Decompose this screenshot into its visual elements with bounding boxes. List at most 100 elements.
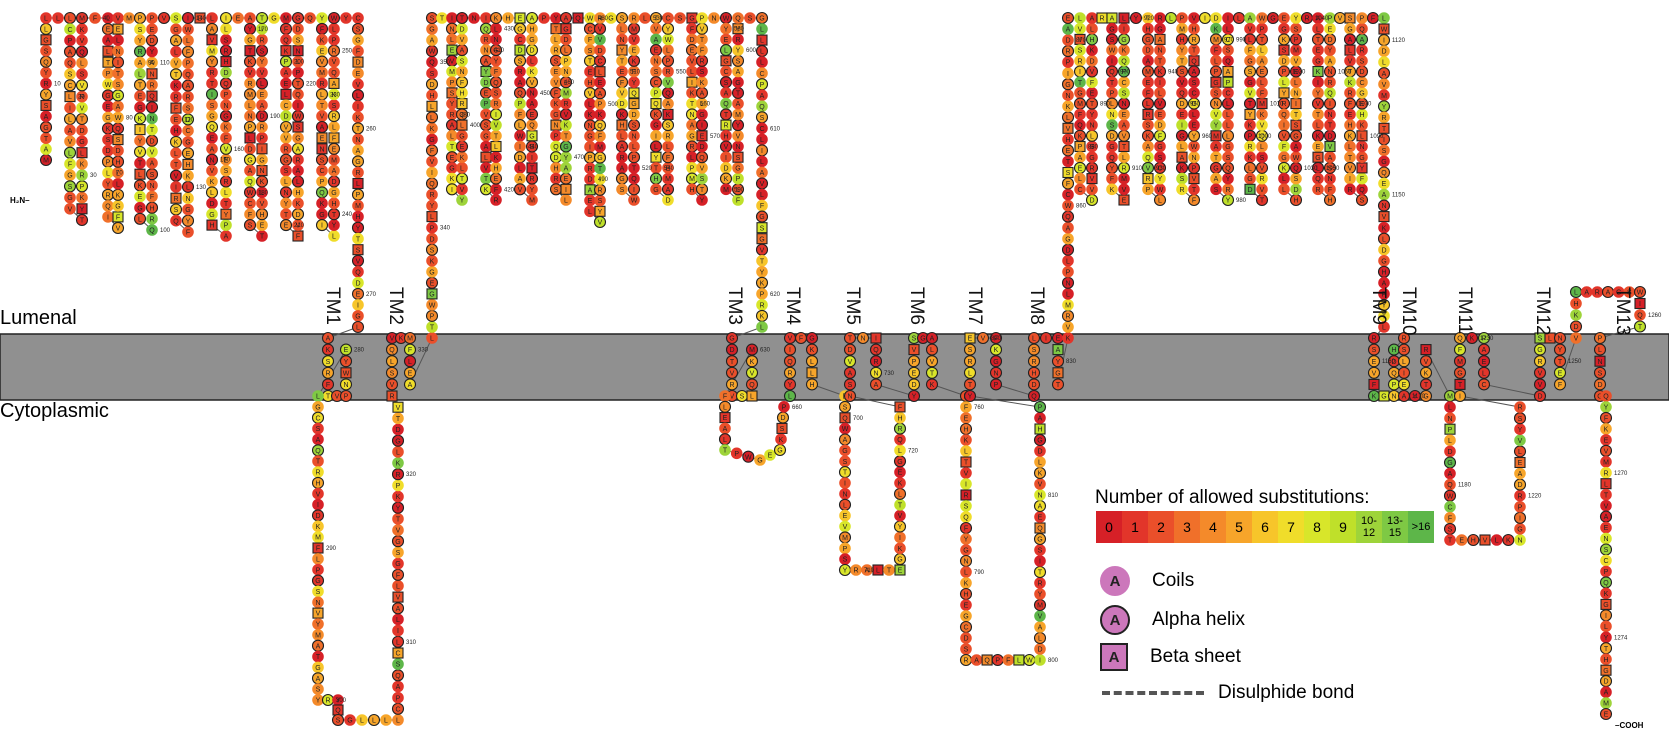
residue-letter: W [1293,155,1300,162]
residue-letter: K [484,187,489,194]
residue-letter: N [1157,48,1162,55]
residue-letter: N [1191,155,1196,162]
residue-letter: M [79,16,85,23]
residue-letter: S [598,198,603,205]
residue-letter: Y [316,698,321,705]
residue-letter: T [760,258,765,265]
residue-letter: N [553,123,558,130]
residue-letter: N [873,370,878,377]
residue-number: 930 [1156,166,1167,172]
residue-letter: I [1045,336,1047,343]
residue-letter: K [620,112,625,119]
residue-letter: C [1481,382,1486,389]
residue-letter: A [320,125,325,132]
residue-number: 1120 [1392,38,1406,44]
residue-number: 620 [770,292,781,298]
residue-letter: G [137,105,142,112]
legend-scale-cell: 0 [1096,511,1122,543]
residue-letter: I [1283,123,1285,130]
residue-letter: N [1381,203,1386,210]
residue-letter: V [620,91,625,98]
residue-letter: H [115,159,120,166]
residue-letter: P [430,225,435,232]
residue-letter: G [1247,176,1252,183]
residue-letter: N [735,144,740,151]
residue-letter: N [1327,69,1332,76]
residue-number: 540 [664,166,675,172]
residue-letter: D [115,148,120,155]
residue-letter: N [689,112,694,119]
residue-letter: V [690,58,695,65]
residue-letter: S [1604,547,1609,554]
residue-letter: S [554,187,559,194]
residue-letter: G [395,438,400,445]
residue-letter: Y [186,218,191,225]
residue-letter: W [1259,16,1266,23]
residue-letter: W [1026,658,1033,665]
residue-letter: L [1574,290,1578,297]
residue-letter: R [149,83,154,90]
legend-scale-cell: 7 [1278,511,1304,543]
residue-letter: L [1066,292,1070,299]
residue-letter: L [396,718,400,725]
residue-letter: F [1006,658,1010,665]
residue-letter: G [115,204,120,211]
residue-letter: A [68,49,73,56]
residue-letter: T [930,370,935,377]
residue-letter: L [760,192,764,199]
residue-letter: K [494,155,499,162]
residue-letter: A [484,144,489,151]
residue-letter: P [564,58,569,65]
residue-letter: V [1316,101,1321,108]
residue-letter: S [1226,48,1231,55]
residue-letter: L [1598,347,1602,354]
residue-letter: P [734,451,739,458]
tm-label: TM5 [842,287,863,325]
residue-letter: V [1538,370,1543,377]
beta-sheet-residue [206,34,218,46]
residue-letter: Y [1226,198,1231,205]
residue-letter: Q [597,123,603,130]
residue-letter: N [847,394,852,401]
residue-letter: Y [460,198,465,205]
beta-sheet-residue [292,230,304,242]
residue-letter: Y [1056,359,1061,366]
residue-letter: H [1031,370,1036,377]
residue-letter: A [1482,347,1487,354]
residue-letter: T [1192,187,1197,194]
residue-letter: T [1260,198,1265,205]
residue-letter: N [315,600,320,607]
residue-letter: L [1448,405,1452,412]
residue-letter: K [1214,26,1219,33]
residue-letter: W [517,133,524,140]
residue-letter: F [150,194,154,201]
residue-number: 820 [991,336,1002,342]
residue-letter: W [1637,290,1644,297]
residue-letter: G [319,212,324,219]
residue-letter: A [1122,123,1127,130]
residue-letter: I [691,80,693,87]
residue-letter: K [260,179,265,186]
residue-letter: D [283,114,288,121]
residue-letter: R [1537,359,1542,366]
residue-letter: S [843,557,848,564]
residue-letter: C [653,80,658,87]
residue-letter: L [690,155,694,162]
residue-letter: A [332,168,337,175]
residue-letter: Q [185,72,191,79]
residue-number: 100 [160,228,171,234]
residue-letter: D [780,415,785,422]
residue-letter: D [1381,247,1386,254]
residue-letter: D [1327,133,1332,140]
residue-letter: L [68,150,72,157]
residue-letter: Q [223,81,229,88]
residue-letter: D [1213,16,1218,23]
coil-residue [134,157,146,169]
residue-letter: G [653,187,658,194]
residue-letter: T [326,394,331,401]
residue-letter: V [150,150,155,157]
residue-letter: L [1226,101,1230,108]
residue-letter: Q [173,218,179,225]
